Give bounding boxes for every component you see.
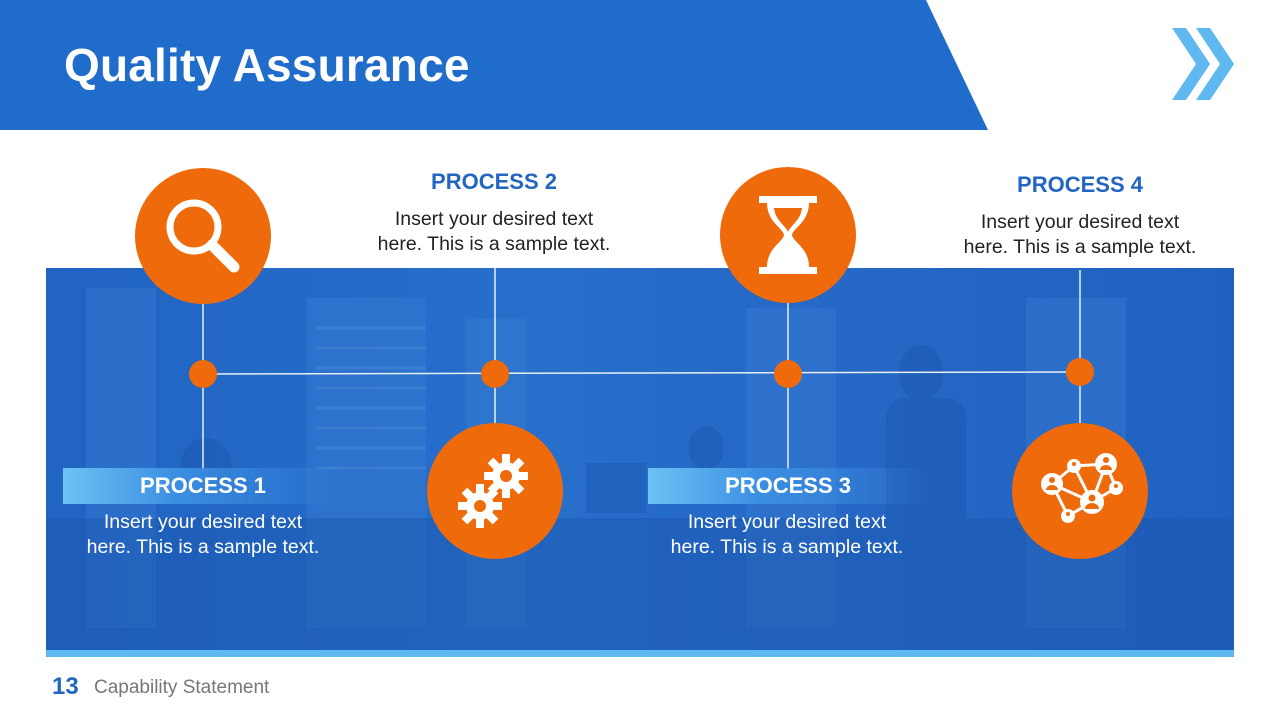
header-band: [0, 0, 990, 130]
bottom-accent-strip: [46, 650, 1234, 657]
magnifier-icon: [166, 199, 240, 273]
process4-text-line1: Insert your desired text: [980, 211, 1180, 233]
process2-text-line2: here. This is a sample text.: [377, 233, 611, 255]
office-photo-panel: [46, 268, 1234, 650]
footer-label: Capability Statement: [94, 677, 270, 698]
process3-icon-circle: [720, 167, 856, 303]
process3-text-line1: Insert your desired text: [687, 511, 887, 533]
double-chevron-right-icon: [1166, 24, 1240, 104]
gears-icon: [458, 454, 528, 528]
process3-label-bar: PROCESS 3: [648, 468, 928, 504]
process4-text-line2: here. This is a sample text.: [963, 236, 1197, 258]
hourglass-icon: [759, 196, 817, 274]
process3-title: PROCESS 3: [725, 473, 851, 498]
process3-text-line2: here. This is a sample text.: [670, 536, 904, 558]
process1-text-line2: here. This is a sample text.: [86, 536, 320, 558]
process4-title: PROCESS 4: [1017, 172, 1143, 197]
timeline-dot-2: [481, 360, 509, 388]
slide-number: 13: [52, 673, 79, 700]
timeline-dot-1: [189, 360, 217, 388]
process1-text-line1: Insert your desired text: [103, 511, 303, 533]
process1-title: PROCESS 1: [140, 473, 266, 498]
timeline-dot-4: [1066, 358, 1094, 386]
process4-icon-circle: [1012, 423, 1148, 559]
process2-icon-circle: [427, 423, 563, 559]
process2-title: PROCESS 2: [431, 169, 557, 194]
process2-text-line1: Insert your desired text: [394, 208, 594, 230]
slide-title: Quality Assurance: [64, 39, 470, 91]
network-icon: [1041, 453, 1123, 523]
process1-icon-circle: [135, 168, 271, 304]
timeline-dot-3: [774, 360, 802, 388]
process1-label-bar: PROCESS 1: [63, 468, 343, 504]
